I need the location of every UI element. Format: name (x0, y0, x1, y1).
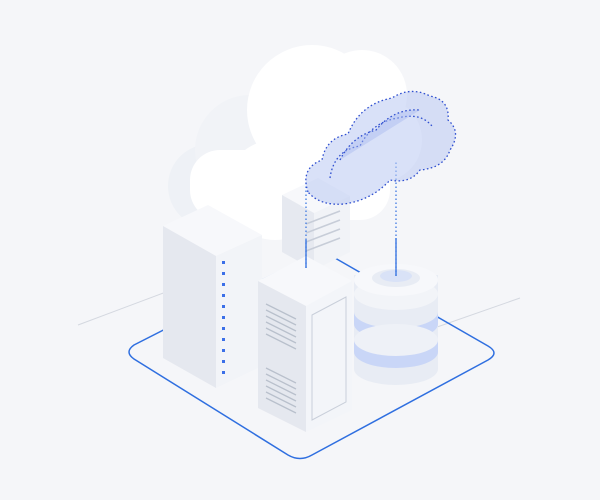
server-status-lights (222, 261, 225, 374)
server-tower-icon (163, 205, 262, 388)
dotted-cloud-icon (305, 90, 457, 205)
database-icon (354, 264, 438, 385)
server-tower-icon (258, 256, 352, 432)
vent-grille (265, 303, 297, 414)
